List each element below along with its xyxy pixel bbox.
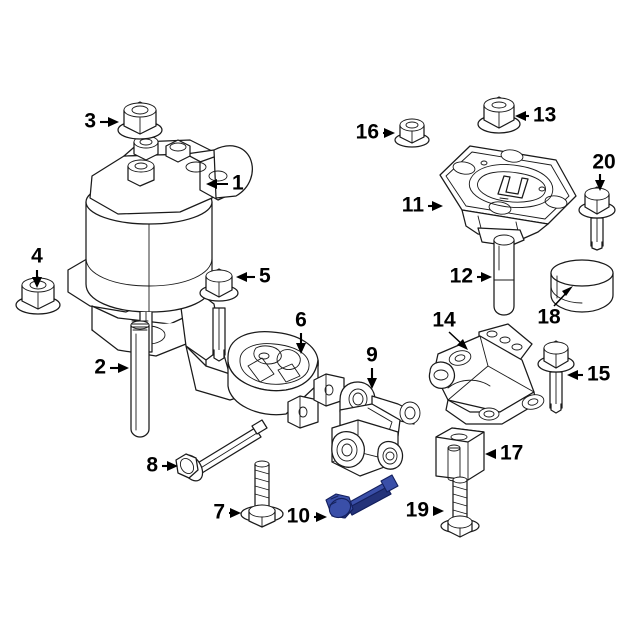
part-torque-strut-bushing-bracket[interactable]: [227, 331, 345, 429]
callout-label-2: 2: [94, 356, 106, 379]
callout-leader-17: [485, 449, 496, 459]
part-transmission-mount-assembly[interactable]: [439, 145, 577, 247]
callout-label-1: 1: [232, 172, 244, 195]
callout-leader-20: [595, 174, 605, 191]
callout-label-14: 14: [432, 309, 456, 332]
part-flange-nut-small[interactable]: [394, 118, 430, 148]
callout-leader-15: [567, 370, 583, 380]
callout-label-8: 8: [146, 454, 158, 477]
part-transmission-support-bracket[interactable]: [428, 323, 545, 425]
callout-label-16: 16: [356, 121, 379, 144]
callout-label-6: 6: [295, 309, 307, 332]
callout-leader-7: [229, 508, 241, 518]
callout-label-3: 3: [84, 110, 96, 133]
callout-label-18: 18: [537, 306, 561, 329]
callout-leader-9: [367, 368, 377, 389]
callout-leader-13: [515, 111, 529, 121]
callout-leader-2: [110, 363, 129, 373]
callout-label-17: 17: [500, 442, 523, 465]
part-round-bushing-insulator[interactable]: [550, 259, 614, 313]
callout-leader-16: [383, 128, 395, 138]
part-highlighted-flange-bolt[interactable]: [325, 474, 399, 521]
part-flange-bolt-lower-right[interactable]: [440, 476, 480, 538]
callout-label-5: 5: [259, 265, 271, 288]
callout-label-7: 7: [213, 501, 225, 524]
part-flange-nut-left[interactable]: [15, 276, 61, 315]
callout-leader-11: [428, 201, 443, 211]
part-hex-flange-bolt-right[interactable]: [199, 268, 239, 362]
part-flange-nut-upper-right[interactable]: [477, 96, 521, 134]
callout-label-11: 11: [402, 194, 425, 217]
part-long-flange-bolt[interactable]: [175, 419, 268, 485]
callout-label-20: 20: [592, 151, 615, 174]
callout-leader-1: [206, 179, 228, 189]
callout-leader-6: [296, 333, 306, 354]
callout-label-15: 15: [587, 363, 611, 386]
callout-label-4: 4: [31, 245, 43, 268]
callout-label-10: 10: [287, 505, 310, 528]
callout-leader-3: [100, 117, 119, 127]
part-hex-flange-bolt-lower-right[interactable]: [537, 340, 575, 414]
part-flange-bolt-lower-center[interactable]: [240, 460, 284, 528]
part-long-stud-bolt[interactable]: [130, 320, 150, 438]
callout-leader-12: [477, 272, 492, 282]
part-flange-nut-upper-left[interactable]: [117, 101, 163, 140]
callout-leader-4: [32, 270, 42, 288]
callout-leader-8: [162, 461, 178, 471]
callout-label-12: 12: [450, 265, 473, 288]
callout-leader-19: [433, 506, 444, 516]
callout-label-9: 9: [366, 344, 378, 367]
callout-leader-14: [448, 331, 468, 350]
part-dowel-pin[interactable]: [493, 234, 515, 316]
part-hex-flange-bolt-upper-right[interactable]: [578, 186, 616, 251]
callout-label-19: 19: [406, 499, 429, 522]
part-mount-spacer-block[interactable]: [435, 427, 485, 482]
callout-leader-10: [314, 512, 327, 522]
part-engine-support-bracket[interactable]: [331, 381, 421, 477]
callout-label-13: 13: [533, 104, 556, 127]
callout-leader-5: [236, 272, 255, 282]
callout-leader-18: [553, 286, 573, 307]
